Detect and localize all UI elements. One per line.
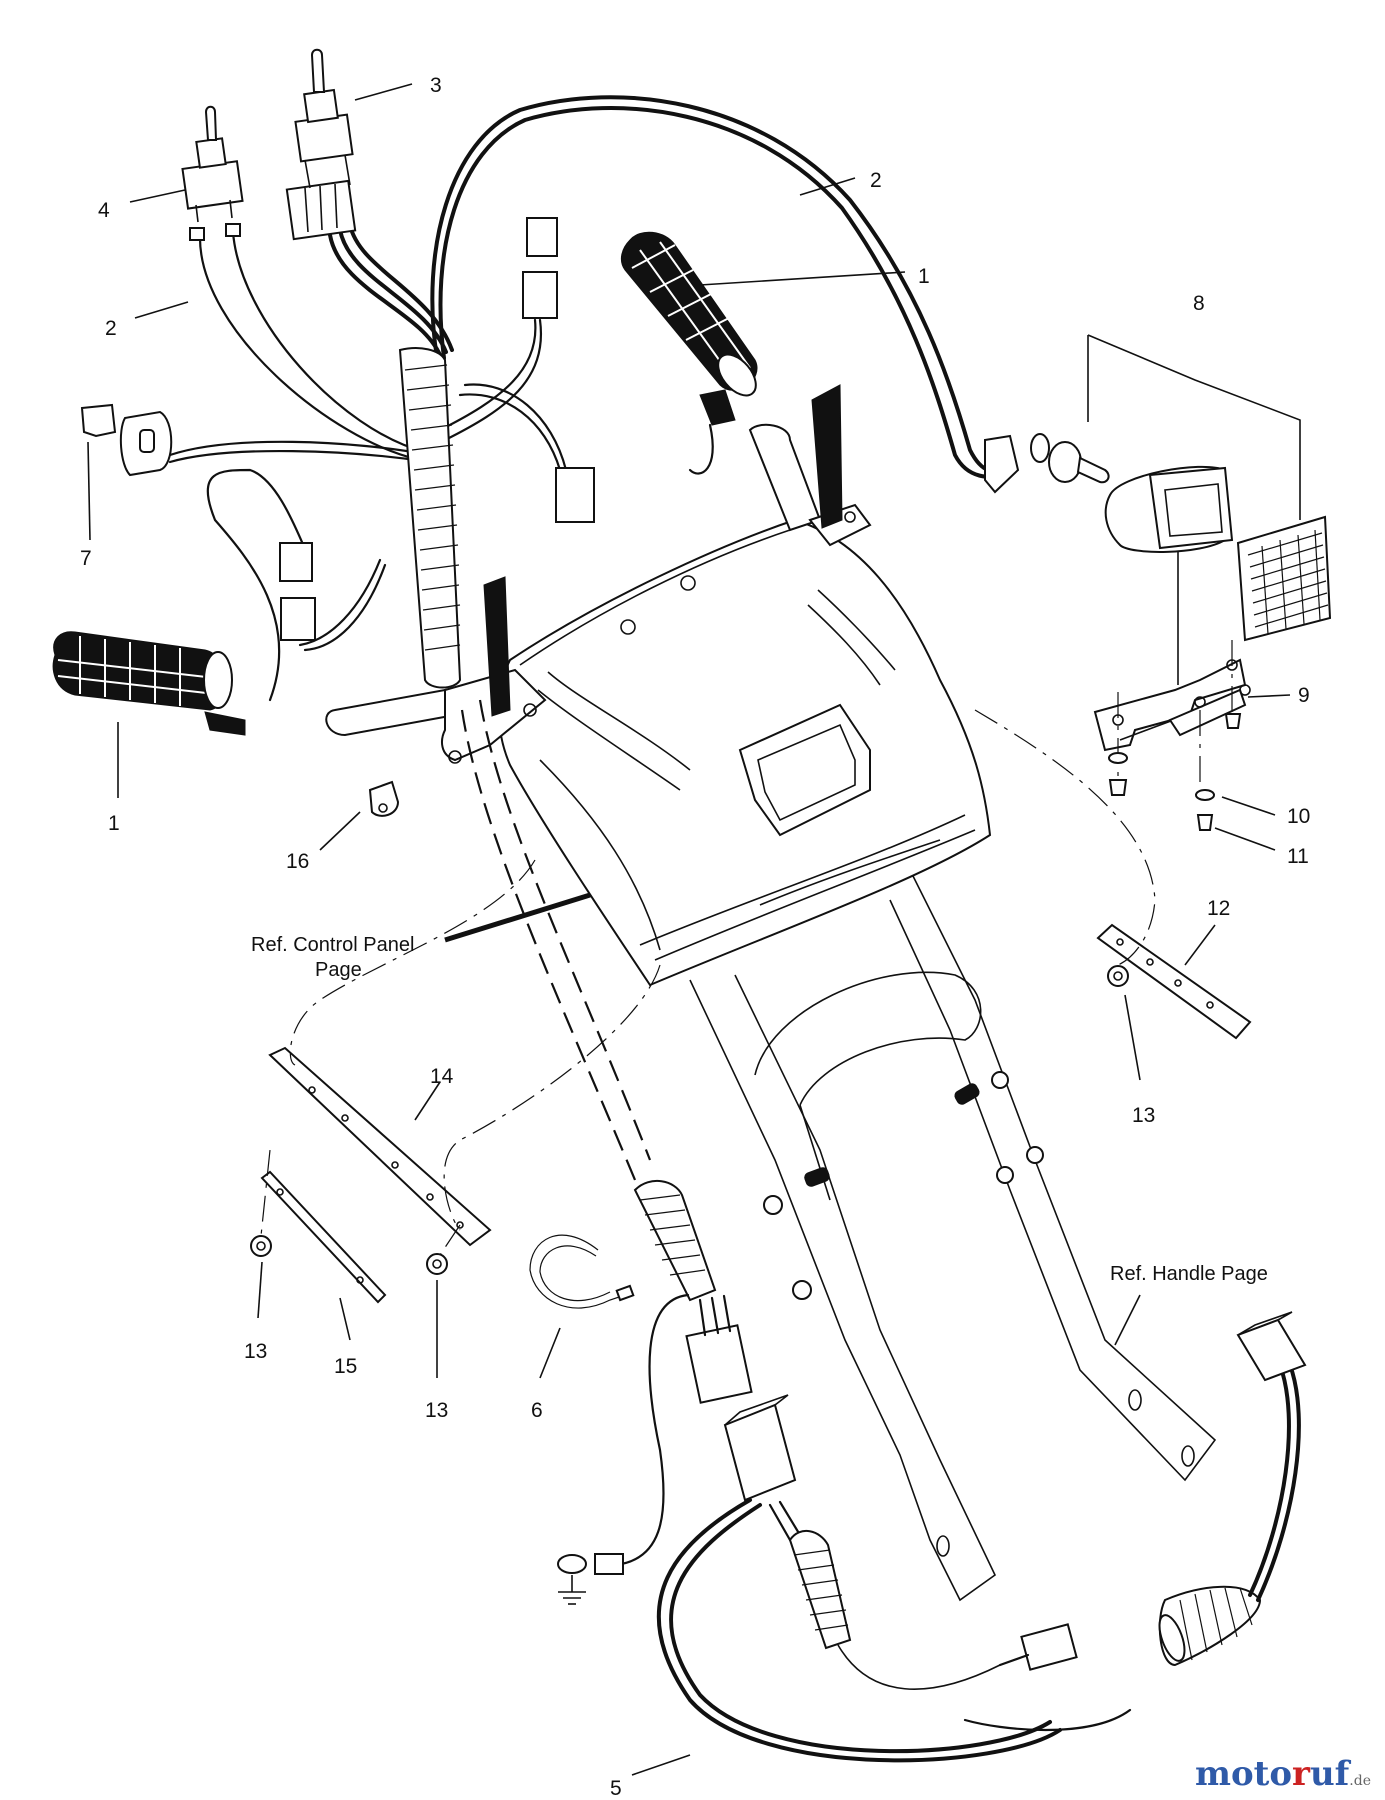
- callout-9: 9: [1298, 684, 1310, 707]
- callout-3: 3: [430, 74, 442, 97]
- heated-grip-right: [620, 231, 758, 426]
- strap-15: [260, 1170, 387, 1304]
- callout-4: 4: [98, 199, 110, 222]
- bolt-icon: [792, 1280, 812, 1300]
- connector-7: [80, 403, 173, 477]
- wire-loop-6: [529, 1234, 626, 1309]
- ref-handle-page: Ref. Handle Page: [1110, 1263, 1268, 1285]
- assembly-phantom-lines: [260, 699, 1156, 1256]
- bolt-icon: [763, 1195, 783, 1215]
- bolt-icon: [804, 1167, 830, 1187]
- callout-10: 10: [1287, 805, 1310, 828]
- headlight-assembly-8: [984, 334, 1332, 685]
- callout-12: 12: [1207, 897, 1230, 920]
- wiring-harness-5: [557, 1180, 1307, 1763]
- lever-right: [811, 384, 843, 529]
- callout-5: 5: [610, 1777, 622, 1800]
- conduit-upper: [398, 347, 462, 689]
- handle-frame: [689, 869, 1217, 1602]
- headlight-bracket-9: [1093, 640, 1251, 831]
- connector-icon: [1020, 1623, 1078, 1671]
- watermark-suffix: .de: [1349, 1773, 1371, 1789]
- watermark-logo: motoruf.de: [1195, 1754, 1371, 1794]
- reference-labels: Ref. Control Panel Page Ref. Handle Page: [251, 934, 1268, 1285]
- callout-16: 16: [286, 850, 309, 873]
- washer-icon: [1108, 752, 1128, 764]
- support-bracket-12: [1096, 923, 1252, 1040]
- screw-icon: [1108, 779, 1128, 796]
- leader-lines: [87, 83, 1291, 1776]
- connector-icon: [522, 271, 558, 319]
- nut-13-icon: [426, 1253, 448, 1275]
- callout-13-left: 13: [244, 1340, 267, 1363]
- bolt-16-icon: [368, 780, 400, 817]
- callout-13-mid: 13: [425, 1399, 448, 1422]
- toggle-switch-4: [181, 105, 244, 241]
- ref-control-panel-line2: Page: [315, 959, 362, 981]
- callout-1-right: 1: [918, 265, 930, 288]
- connector-icon: [723, 1403, 797, 1502]
- callout-15: 15: [334, 1355, 357, 1378]
- connector-icon: [279, 542, 313, 582]
- callout-6: 6: [531, 1399, 543, 1422]
- washer-icon: [1195, 789, 1215, 801]
- callout-13-right: 13: [1132, 1104, 1155, 1127]
- connector-icon: [594, 1553, 624, 1575]
- bolt-icon: [991, 1071, 1009, 1089]
- callout-11: 11: [1287, 845, 1309, 868]
- wiring-harness-2: [168, 95, 1010, 702]
- callout-14: 14: [430, 1065, 454, 1088]
- watermark-part3: uf: [1309, 1754, 1350, 1794]
- callouts: 3 2 1 4 2 7 1 16 8 9 10 11 12 13 14 13 1…: [80, 74, 1310, 1800]
- nut-13-icon: [250, 1235, 272, 1257]
- ground-icon: [558, 1575, 586, 1605]
- watermark-part1: moto: [1194, 1754, 1293, 1794]
- ref-control-panel-line1: Ref. Control Panel: [251, 934, 414, 956]
- connector-icon: [555, 467, 595, 523]
- connector-icon: [526, 217, 558, 257]
- watermark-part2: r: [1292, 1754, 1310, 1794]
- bolt-icon: [954, 1083, 980, 1105]
- control-panel-body: [497, 518, 992, 987]
- callout-8: 8: [1193, 292, 1205, 315]
- support-bracket-14: [268, 1046, 492, 1247]
- callout-7: 7: [80, 547, 92, 570]
- nut-13-icon: [1107, 965, 1129, 987]
- callout-1-left: 1: [108, 812, 120, 835]
- bolt-icon: [1026, 1146, 1044, 1164]
- toggle-switch-3: [285, 48, 357, 241]
- connector-icon: [685, 1324, 753, 1404]
- connector-icon: [1236, 1318, 1307, 1382]
- connector-icon: [280, 597, 316, 641]
- callout-2-left: 2: [105, 317, 117, 340]
- lever-left: [483, 576, 511, 717]
- callout-2-top: 2: [870, 169, 882, 192]
- heated-grip-left: [52, 631, 246, 736]
- ring-terminal-icon: [557, 1554, 587, 1574]
- screw-icon: [1196, 814, 1214, 831]
- bolt-icon: [996, 1166, 1014, 1184]
- screw-icon: [1224, 713, 1242, 729]
